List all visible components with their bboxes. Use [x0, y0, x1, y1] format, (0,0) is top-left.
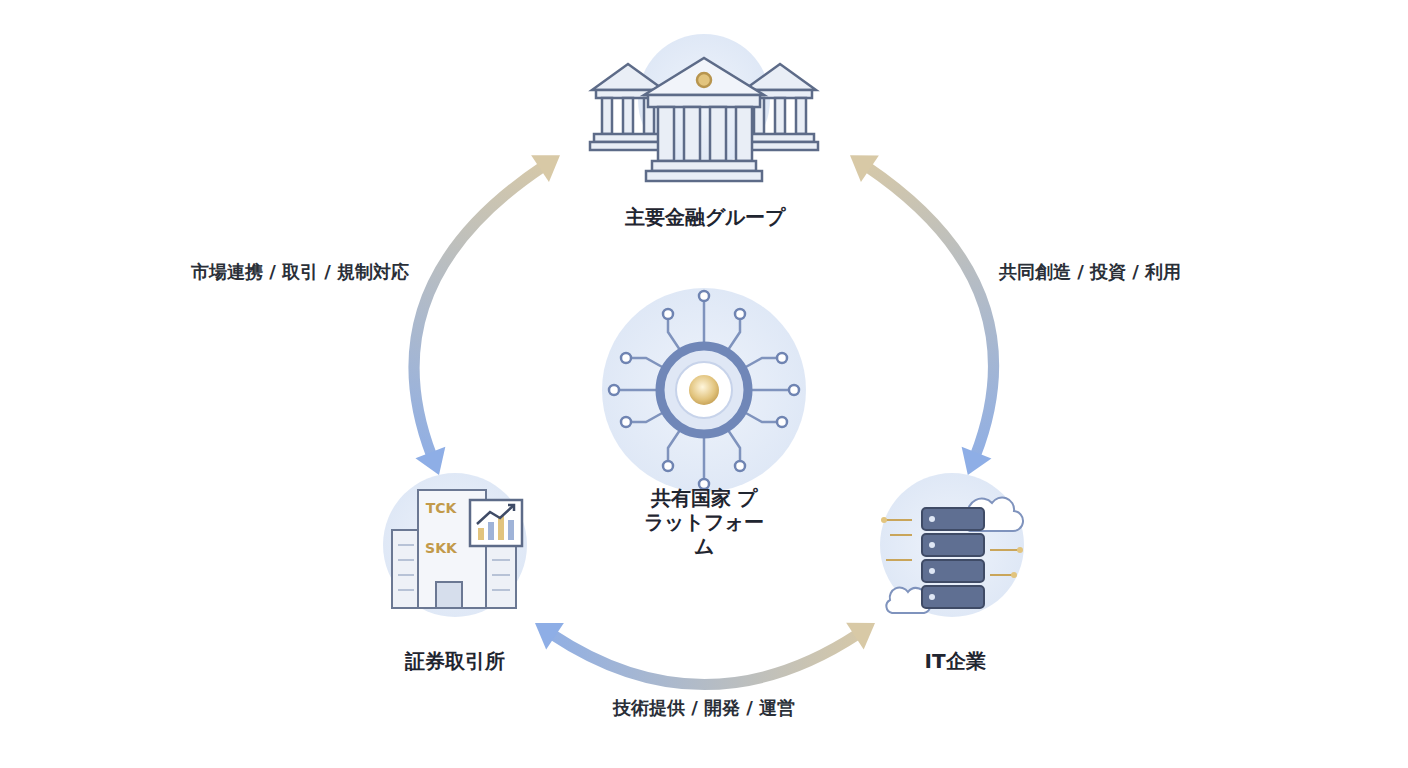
arrow-head	[535, 623, 564, 650]
ticker-label: TCK	[426, 500, 457, 516]
connector-arrow	[850, 155, 994, 475]
arrow-head	[415, 447, 445, 475]
platform-icon	[602, 288, 806, 492]
exchange-icon	[383, 473, 527, 617]
node-label: 共有国家 プラットフォーム	[644, 486, 764, 558]
node-label: IT企業	[924, 649, 985, 673]
connector-arrow	[535, 623, 875, 685]
ticker-label: SKK	[425, 540, 457, 556]
node-label: 主要金融グループ	[625, 205, 785, 229]
node-label: 証券取引所	[405, 649, 505, 673]
platform-node: 共有国家 プラットフォーム	[604, 290, 804, 562]
server-icon	[880, 473, 1024, 617]
edge-label: 市場連携 / 取引 / 規制対応	[191, 260, 409, 284]
edge-label: 共同創造 / 投資 / 利用	[999, 260, 1181, 284]
arrow-head	[850, 155, 879, 182]
connector-line	[552, 634, 859, 685]
bank-icon	[590, 34, 818, 181]
arrow-head	[531, 155, 560, 182]
edge-label: 技術提供 / 開発 / 運営	[613, 696, 795, 720]
connector-arrow	[414, 155, 560, 475]
institution-node: 主要金融グループ	[560, 48, 850, 233]
connector-line	[414, 166, 543, 456]
arrow-head	[846, 623, 875, 650]
company-node: IT企業	[875, 475, 1035, 675]
connector-line	[867, 166, 994, 456]
arrow-head	[962, 447, 992, 475]
